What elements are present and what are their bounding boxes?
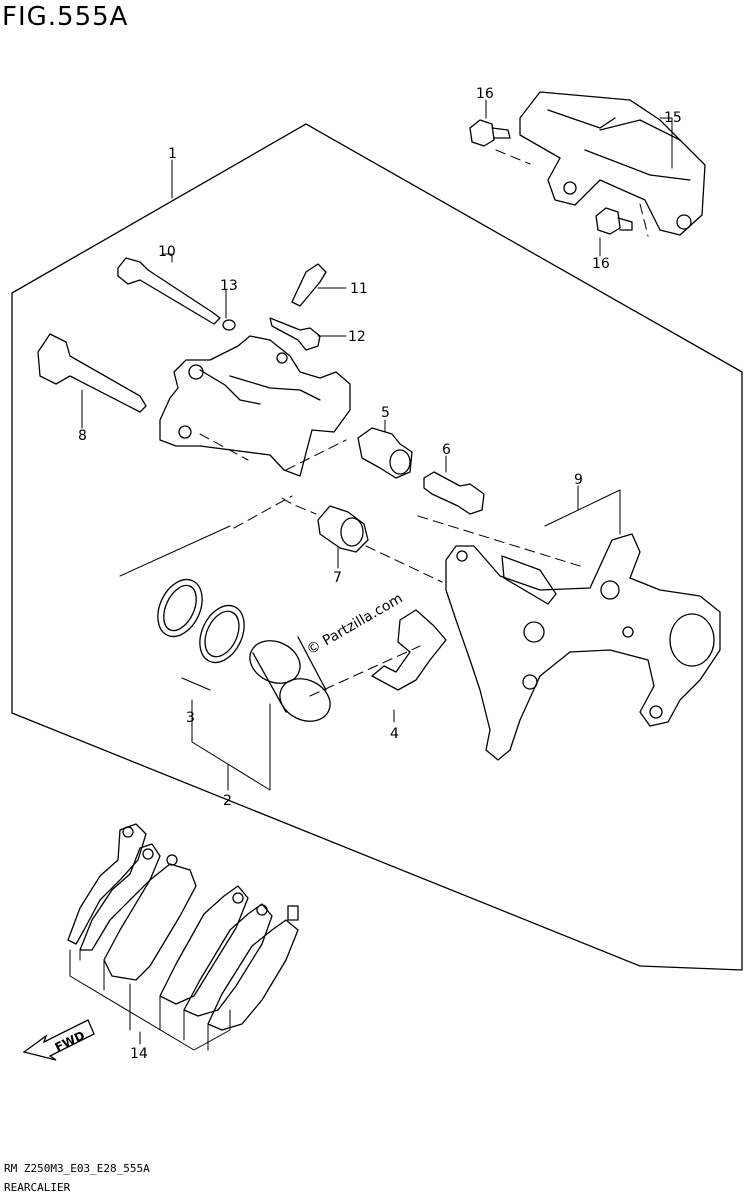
slide-pin-part-10 [117,257,221,325]
callout-6: 6 [442,442,451,458]
watermark-text: © Partzilla.com [304,591,406,659]
brake-pad-part-14-c [103,854,197,981]
callout-16-top: 16 [476,86,494,102]
callout-14: 14 [130,1046,148,1062]
pad-spring-part-4 [371,609,447,691]
bolt-part-16-bottom [595,207,633,235]
callout-8: 8 [78,428,87,444]
boot-part-7 [317,505,369,553]
callout-9: 9 [574,472,583,488]
footer-code: RM Z250M3_E03_E28_555A [4,1162,150,1175]
callout-16-bottom: 16 [592,256,610,272]
brake-pad-part-14-f [207,905,299,1031]
callout-5: 5 [381,405,390,421]
callout-15: 15 [664,110,682,126]
callout-11: 11 [350,281,368,297]
assembly-outline [11,123,743,971]
forward-arrow-icon: FWD [22,1019,95,1061]
callout-13: 13 [220,278,238,294]
slide-pin-part-8 [37,333,147,413]
seal-part-3-inner [199,604,245,664]
callout-12: 12 [348,329,366,345]
callout-7: 7 [333,570,342,586]
brake-pad-part-14-a [67,823,147,945]
figure-title: FIG.555A [2,2,129,32]
mounting-bracket-part-15 [519,91,706,236]
caliper-body-part-1 [159,335,351,477]
piston-part-2 [249,636,331,722]
callout-4: 4 [390,726,399,742]
callout-10: 10 [158,244,176,260]
footer-part-name: REARCALIER [4,1181,71,1194]
pin-part-6 [423,471,485,515]
washer-part-13 [222,319,236,331]
brake-pad-part-14-e [183,903,273,1017]
callout-3: 3 [186,710,195,726]
boot-part-5 [357,427,413,479]
bleeder-screw-part-11 [291,263,327,307]
brake-pad-part-14-b [79,843,161,951]
bleeder-cap-part-12 [269,317,321,351]
bolt-part-16-top [469,119,511,147]
brake-pad-part-14-d [159,885,249,1005]
seal-part-3-outer [157,578,203,638]
callout-2: 2 [223,793,232,809]
callout-1: 1 [168,146,177,162]
caliper-bracket-part-9 [445,533,721,761]
